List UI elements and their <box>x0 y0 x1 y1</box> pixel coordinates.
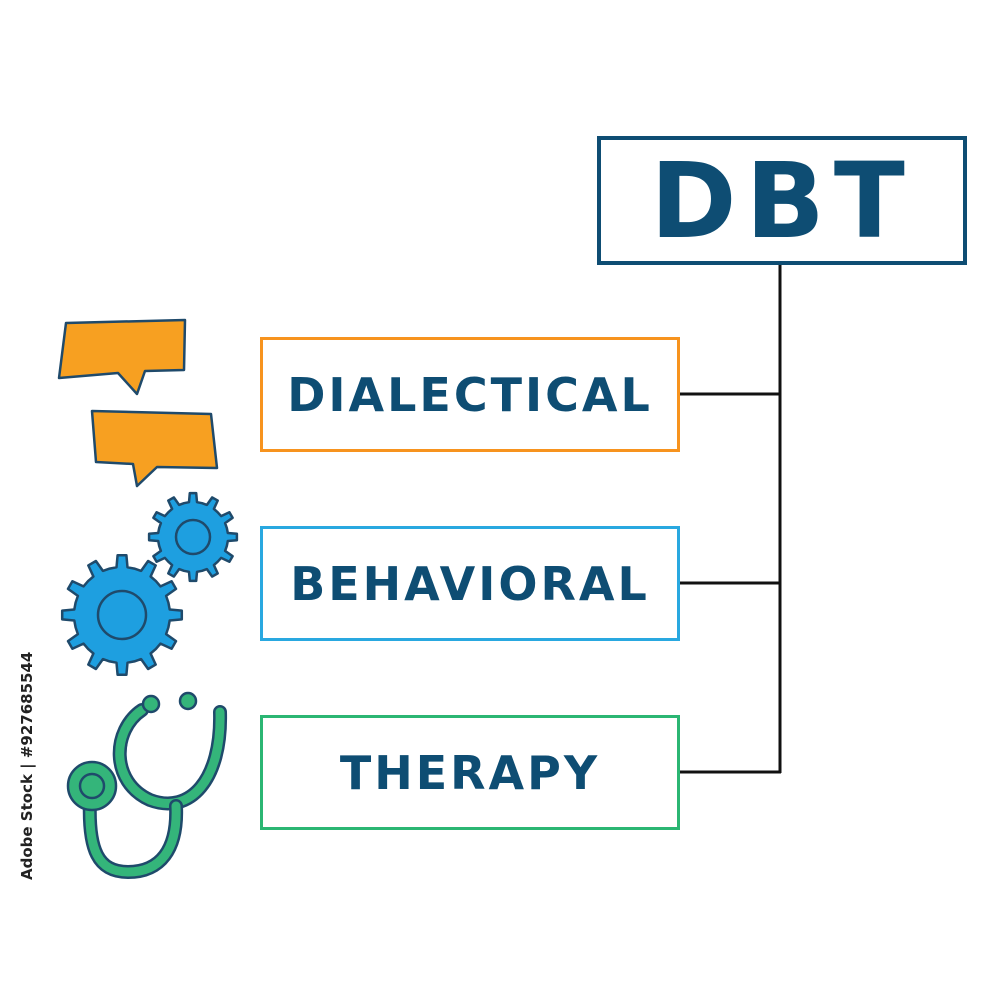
term-label-dialectical: DIALECTICAL <box>287 367 653 422</box>
diagram-title: DBT <box>650 139 914 262</box>
speech-bubble-icon <box>57 318 187 396</box>
stock-id-watermark: Adobe Stock | #927685544 <box>18 651 36 880</box>
term-label-therapy: THERAPY <box>339 745 601 800</box>
speech-bubbles-icon <box>57 318 219 488</box>
title-box: DBT <box>597 136 967 265</box>
speech-bubble-icon <box>90 409 219 488</box>
gear-icon <box>60 553 184 677</box>
term-label-behavioral: BEHAVIORAL <box>290 556 650 611</box>
gears-icon <box>60 491 239 677</box>
term-box-therapy: THERAPY <box>260 715 680 830</box>
gear-icon <box>147 491 239 583</box>
term-box-behavioral: BEHAVIORAL <box>260 526 680 641</box>
stethoscope-icon <box>66 691 228 880</box>
connector-lines <box>676 261 782 774</box>
term-box-dialectical: DIALECTICAL <box>260 337 680 452</box>
